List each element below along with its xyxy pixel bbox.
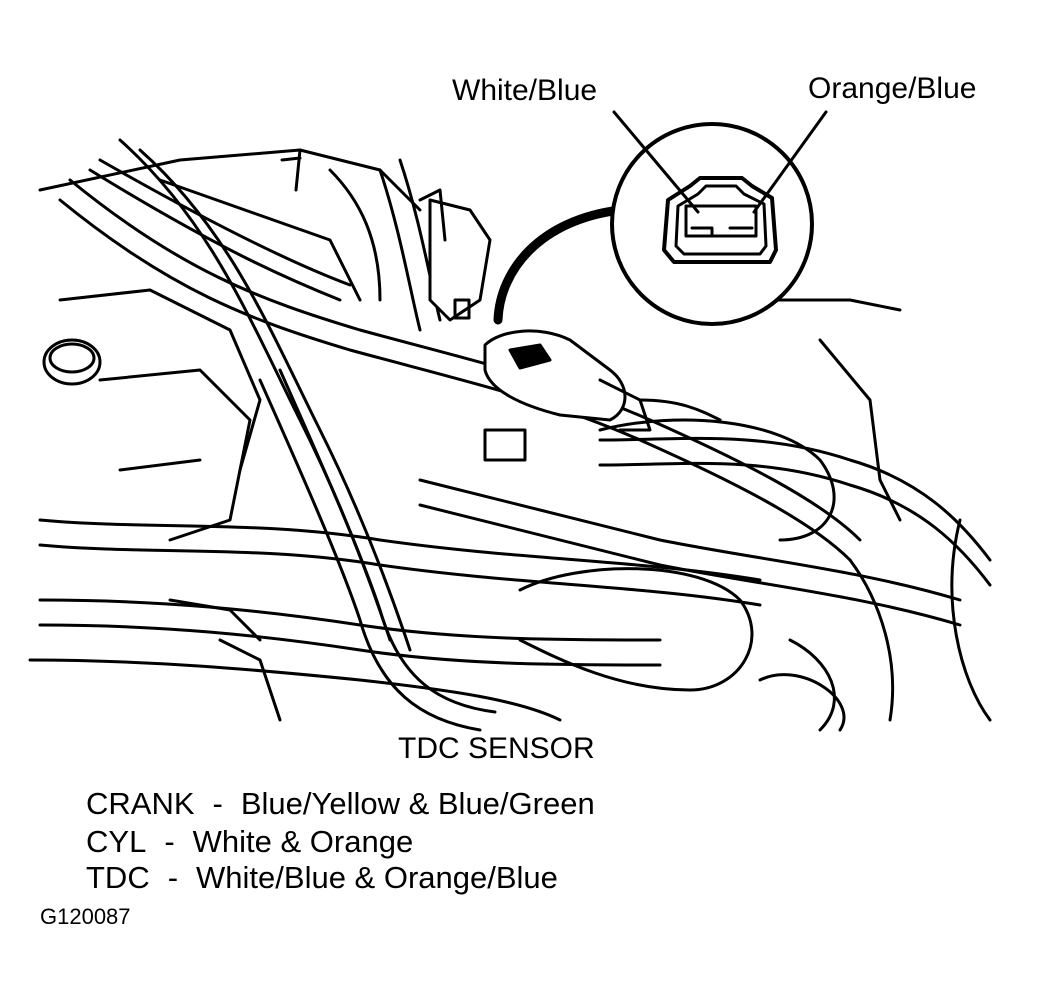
- legend-key: CYL: [86, 824, 147, 859]
- callout-leaders: [612, 110, 828, 214]
- tdc-sensor-connector: [483, 329, 722, 462]
- legend-key: CRANK: [86, 786, 195, 821]
- legend-separator: -: [167, 860, 179, 895]
- callout-white-blue: White/Blue: [452, 74, 598, 107]
- legend-key: TDC: [86, 860, 150, 895]
- harness-boot: [518, 418, 836, 692]
- leader-white-blue: [612, 110, 700, 214]
- legend-row-cyl: CYL-White & Orange: [86, 826, 413, 857]
- leader-orange-blue: [752, 110, 828, 214]
- legend-wires: White & Orange: [192, 824, 414, 859]
- reservoir-cap: [42, 338, 102, 386]
- wiring-harness: [28, 138, 992, 732]
- harness-clip: [418, 188, 492, 322]
- figure-id: G120087: [40, 904, 131, 929]
- legend-row-crank: CRANK-Blue/Yellow & Blue/Green: [86, 788, 595, 819]
- legend-wires: Blue/Yellow & Blue/Green: [240, 786, 595, 821]
- legend-wires: White/Blue & Orange/Blue: [196, 860, 558, 895]
- legend-separator: -: [164, 824, 175, 859]
- connector-detail-circle: [610, 122, 814, 326]
- callout-orange-blue: Orange/Blue: [808, 72, 977, 105]
- sensor-title: TDC SENSOR: [398, 732, 595, 765]
- sensor-lead-hose: [493, 205, 625, 325]
- legend-separator: -: [212, 786, 223, 821]
- legend-row-tdc: TDC-White/Blue & Orange/Blue: [86, 862, 558, 893]
